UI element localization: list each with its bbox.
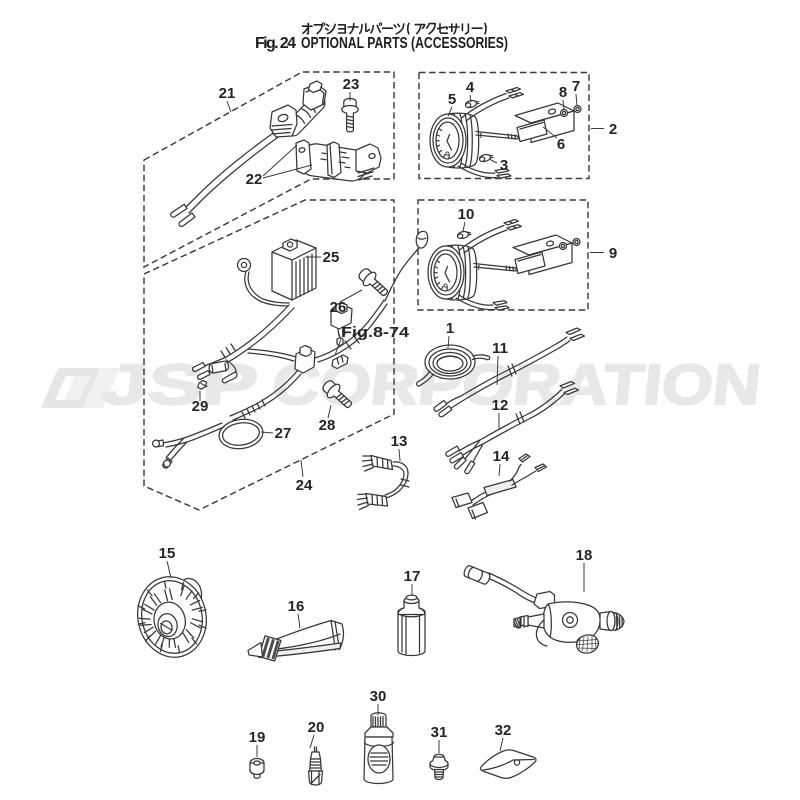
svg-text:8: 8 [559,84,567,101]
svg-text:27: 27 [275,425,292,442]
svg-text:15: 15 [159,545,176,562]
svg-text:13: 13 [391,433,408,450]
svg-text:12: 12 [492,397,509,414]
svg-text:32: 32 [495,722,512,739]
svg-text:9: 9 [609,245,617,262]
svg-text:14: 14 [493,448,510,465]
svg-text:23: 23 [343,76,360,93]
svg-text:OPTIONAL PARTS (ACCESSORIES): OPTIONAL PARTS (ACCESSORIES) [301,35,508,52]
svg-text:1: 1 [446,320,454,337]
svg-text:29: 29 [192,398,209,415]
svg-text:4: 4 [466,79,475,96]
svg-text:JSP: JSP [99,353,261,417]
svg-text:2: 2 [609,121,617,138]
svg-text:26: 26 [330,299,347,316]
svg-text:25: 25 [323,249,340,266]
svg-text:Fig.8-74: Fig.8-74 [341,324,410,341]
svg-text:21: 21 [219,85,236,102]
svg-text:Fig. 24: Fig. 24 [255,35,296,52]
svg-text:24: 24 [296,477,313,494]
svg-text:17: 17 [404,568,421,585]
svg-text:10: 10 [458,206,475,223]
svg-text:20: 20 [308,719,325,736]
svg-text:CORPORATION: CORPORATION [269,353,764,417]
svg-text:7: 7 [572,78,580,95]
svg-text:16: 16 [288,598,305,615]
svg-text:3: 3 [500,157,508,174]
svg-text:6: 6 [557,136,565,153]
svg-text:31: 31 [431,724,448,741]
svg-text:22: 22 [246,171,263,188]
svg-text:28: 28 [319,417,336,434]
svg-text:18: 18 [576,547,593,564]
svg-text:5: 5 [448,91,456,108]
svg-text:30: 30 [370,688,387,705]
svg-text:11: 11 [492,340,508,357]
svg-text:19: 19 [249,729,266,746]
